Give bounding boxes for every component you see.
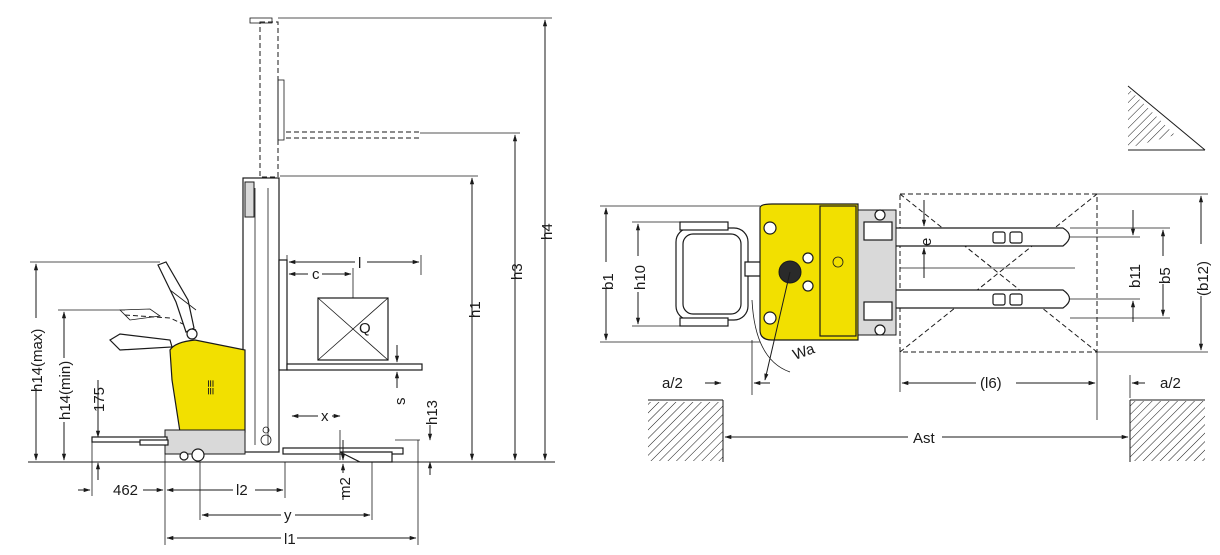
top-view: b1 h10 e b11 b5 (b12) Wa — [598, 85, 1212, 462]
tiller-handle — [109, 261, 198, 351]
label-h14-max: h14(max) — [29, 329, 46, 392]
label-x: x — [321, 408, 329, 425]
label-Ast: Ast — [913, 430, 936, 447]
label-Q: Q — [359, 320, 371, 337]
label-h14-min: h14(min) — [57, 361, 74, 420]
label-462: 462 — [113, 482, 138, 499]
label-m2: m2 — [337, 477, 354, 498]
label-l1: l1 — [284, 531, 296, 548]
side-view: Q ≡≡ h4 — [28, 17, 556, 548]
forks-top — [894, 227, 1075, 309]
label-a2-left: a/2 — [662, 375, 683, 392]
raised-mast-outline — [249, 17, 420, 178]
label-h3: h3 — [509, 263, 526, 280]
label-s: s — [392, 398, 409, 406]
label-l: l — [358, 255, 361, 272]
label-a2-right: a/2 — [1160, 375, 1181, 392]
label-b5: b5 — [1157, 267, 1174, 284]
wall-hatch-right — [1130, 401, 1205, 461]
label-b11: b11 — [1127, 264, 1144, 288]
fork-with-load: Q — [278, 259, 423, 371]
lowered-forks — [282, 439, 420, 463]
label-h1: h1 — [467, 301, 484, 318]
wall-hatch-top-right — [1128, 88, 1175, 148]
label-h4: h4 — [539, 223, 556, 240]
mast — [242, 177, 280, 453]
label-y: y — [284, 507, 292, 524]
operator-platform — [675, 221, 791, 327]
svg-text:≡≡: ≡≡ — [203, 380, 218, 395]
wall-hatch-left — [648, 401, 723, 461]
pallet-outline — [899, 193, 1098, 353]
truck-body: ≡≡ — [91, 339, 246, 462]
label-h13: h13 — [424, 400, 441, 425]
label-b12: (b12) — [1195, 261, 1212, 296]
label-c: c — [312, 266, 320, 283]
label-l2: l2 — [236, 482, 248, 499]
label-l6: (l6) — [980, 375, 1002, 392]
label-b1: b1 — [600, 273, 617, 290]
label-Wa: Wa — [791, 340, 818, 364]
label-175: 175 — [91, 387, 108, 412]
chassis-top — [759, 203, 897, 341]
label-h10: h10 — [632, 265, 649, 290]
label-e: e — [918, 238, 935, 246]
